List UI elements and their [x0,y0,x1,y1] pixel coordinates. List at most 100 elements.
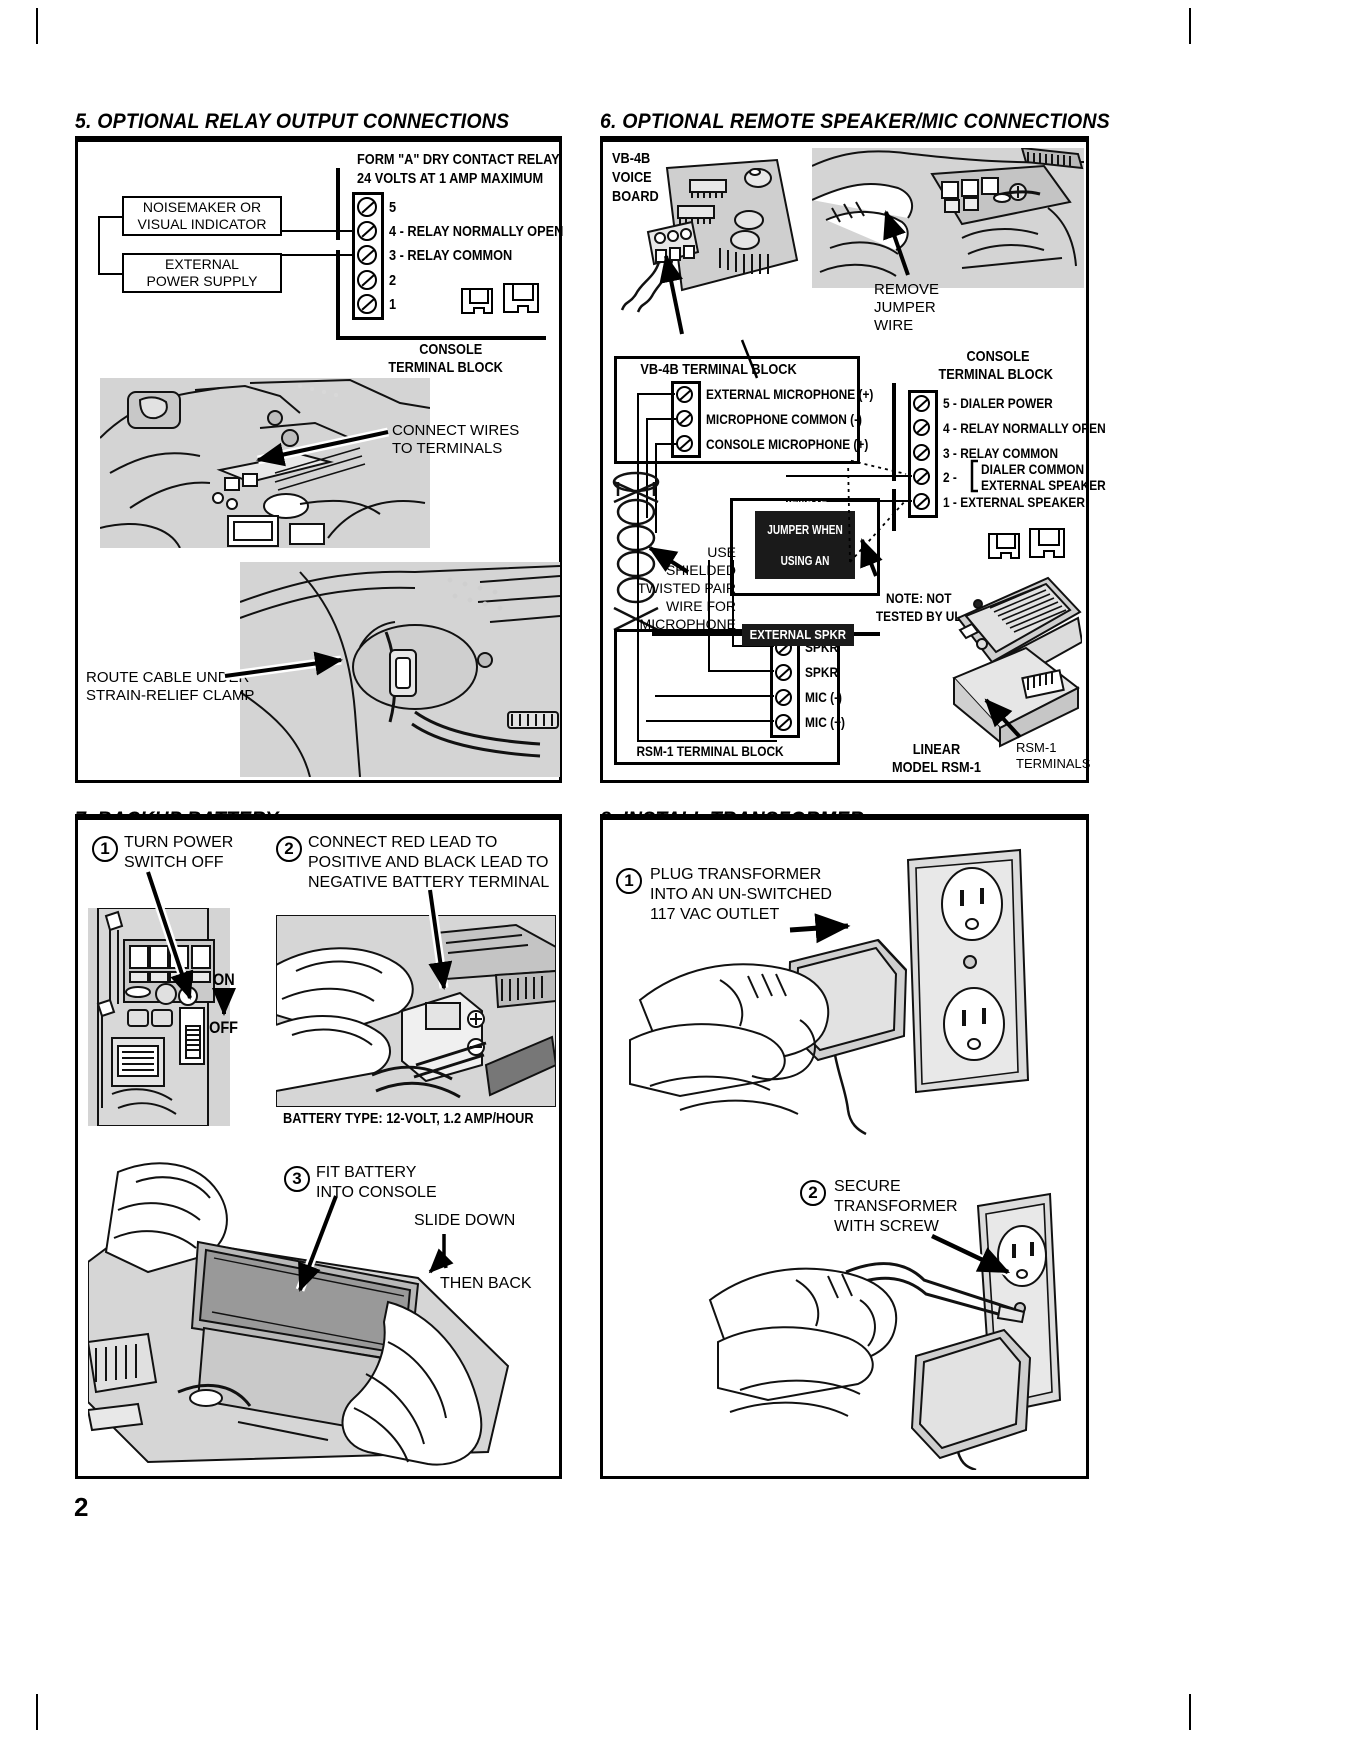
jumper-wire-bar [892,383,896,481]
crop-mark-tr-v [1189,8,1191,44]
s8-step-2-num-label: 2 [808,1183,818,1202]
rsm1-terminal-block-group [614,629,840,765]
section-6-title: 6. OPTIONAL REMOTE SPEAKER/MIC CONNECTIO… [600,110,1110,133]
console-block-caption-line2: TERMINAL BLOCK [388,359,503,376]
s6-divider-h [652,632,770,636]
s8-step-1-number: 1 [616,868,642,894]
terminal-screw-1 [357,294,377,314]
section-5-rule [75,136,562,140]
s6-console-label-4: 4 - RELAY NORMALLY OPEN [943,420,1106,436]
panel-divider-vertical [336,168,340,240]
rsm-wire-spkr1-h [732,645,774,647]
s7-step-1-line1: TURN POWER [124,834,234,851]
s6-console-label-2: 2 - [943,469,957,485]
external-power-label-line1: EXTERNAL [165,256,239,272]
s8-step-2-line2: TRANSFORMER [834,1198,958,1215]
wire-to-noisemaker [98,216,123,218]
vb4b-screw-console-mic [676,435,693,452]
external-power-label-line2: POWER SUPPLY [146,273,258,289]
noisemaker-label-line2: VISUAL INDICATOR [137,216,267,232]
s6-screw-2 [913,468,930,485]
terminal-label-2: 2 [389,272,397,289]
external-spkr-tag: EXTERNAL SPKR [742,624,854,646]
s8-step-2-line3: WITH SCREW [834,1218,939,1235]
wire-to-power [98,273,123,275]
vb4b-wire-a-v [637,393,639,511]
s6-screw-4 [913,419,930,436]
rsm1-screw-spkr-2 [775,664,792,681]
noisemaker-label-line1: NOISEMAKER OR [142,199,262,215]
rsm-wire-outer-v [637,511,639,741]
rsm1-label-mic-pos: MIC (+) [805,714,846,730]
crop-mark-br-v [1189,1694,1191,1730]
remove-jumper-line3: WIRE [874,317,914,334]
s7-step-3-num-label: 3 [292,1169,302,1188]
then-back-label: THEN BACK [440,1275,532,1292]
photo-plug-transformer [620,840,1070,1140]
photo-vb4b-board [612,150,802,320]
rj-jack-right-s5 [503,283,539,313]
terminal-screw-2 [357,270,377,290]
rsm1-screw-mic-neg [775,689,792,706]
vb4b-label-line1: VB-4B [612,150,651,167]
section-8-rule [600,814,1089,818]
note-ul-line2: TESTED BY UL [875,608,962,624]
terminal-label-4: 4 - RELAY NORMALLY OPEN [389,223,564,240]
rsm-wire-mic-neg-h [655,695,774,697]
shielded-line3: TWISTED PAIR [637,580,736,596]
rsm-wire-spkr2-h [708,670,774,672]
jumper-wire-bar-2 [892,489,896,531]
panel-divider-horizontal [336,336,546,340]
external-power-box [122,253,282,293]
vb4b-wire-c-v [655,443,657,533]
rsm1-screw-mic-pos [775,714,792,731]
crop-mark-tl-v [36,8,38,44]
battery-type-label: BATTERY TYPE: 12-VOLT, 1.2 AMP/HOUR [283,1110,534,1127]
vb4b-terminal-block-title: VB-4B TERMINAL BLOCK [640,361,797,378]
switch-on-label: ON [213,970,235,989]
terminal-label-5: 5 [389,199,397,216]
noisemaker-box [122,196,282,236]
callout-connect-wires-line1: CONNECT WIRES [392,422,520,439]
rsm-wire-mic-pos-h [646,720,774,722]
callout-route-cable-line1: ROUTE CABLE UNDER [86,669,250,686]
s8-step-2-line1: SECURE [834,1178,901,1195]
photo-power-switch [88,908,230,1126]
terminal-label-1: 1 [389,296,397,313]
s6-screw-1 [913,493,930,510]
s7-step-2-line3: NEGATIVE BATTERY TERMINAL [308,874,550,891]
vb4b-label-console-mic: CONSOLE MICROPHONE (+) [706,436,869,452]
rsm-wire-spkr2-v [708,560,710,672]
s8-step-1-line3: 117 VAC OUTLET [650,906,780,923]
vb4b-screw-ext-mic [676,386,693,403]
terminal-screw-5 [357,197,377,217]
s6-console-label-2-bracket-line1: DIALER COMMON [981,461,1085,477]
console-block-caption-line1: CONSOLE [419,341,483,358]
s6-console-label-3: 3 - RELAY COMMON [943,445,1059,461]
note-remove-jumper-line3: USING AN [780,552,830,568]
vb4b-label-ext-mic: EXTERNAL MICROPHONE (+) [706,386,874,402]
callout-route-cable-line2: STRAIN-RELIEF CLAMP [86,687,255,704]
s6-console-label-2-bracket-line2: EXTERNAL SPEAKER [981,477,1106,493]
photo-battery-connect [276,915,556,1107]
photo-secure-transformer [700,1180,1070,1470]
rj-jack-right-s6 [1029,528,1065,558]
s6-screw-3 [913,444,930,461]
terminal-screw-4 [357,221,377,241]
page-number: 2 [74,1492,89,1522]
wire-left-vert [98,216,100,274]
s7-step-1-line2: SWITCH OFF [124,854,224,871]
terminal-screw-3 [357,245,377,265]
note-ul-line1: NOTE: NOT [886,590,952,606]
photo-remove-jumper [812,148,1084,288]
wire-power-to-t3 [282,254,355,256]
rsm1-block-title: RSM-1 TERMINAL BLOCK [636,743,784,759]
s6-console-block-line2: TERMINAL BLOCK [938,366,1054,383]
external-spkr-group-box [730,498,880,596]
s6-screw-5 [913,395,930,412]
s7-step-1-num-label: 1 [100,839,110,858]
photo-route-cable [240,562,560,777]
shielded-line1: USE [707,544,736,560]
s7-step-3-number: 3 [284,1166,310,1192]
photo-fit-battery [88,1152,538,1472]
